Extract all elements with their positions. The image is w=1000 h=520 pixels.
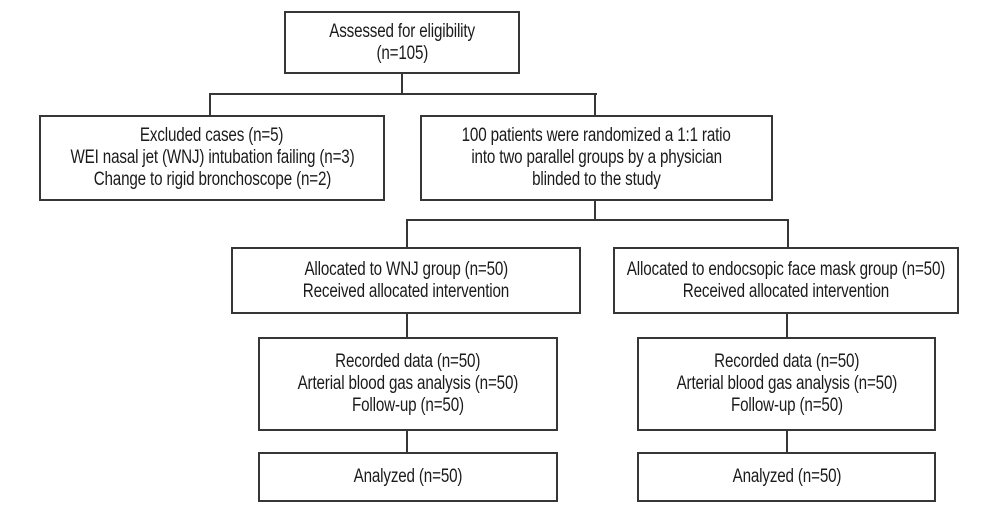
box-text-line: Follow-up (n=50) [352,395,464,416]
box-text-line: 100 patients were randomized a 1:1 ratio [461,125,732,146]
connector-split1-horizontal [209,93,597,95]
box-text-line: Recorded data (n=50) [713,351,860,372]
box-excluded-cases: Excluded cases (n=5) WEI nasal jet (WNJ)… [39,115,385,201]
box-randomized: 100 patients were randomized a 1:1 ratio… [420,115,773,201]
box-text-line: Assessed for eligibility [329,20,475,42]
box-recorded-data-wnj: Recorded data (n=50) Arterial blood gas … [258,337,558,431]
connector-to-randomized [594,93,596,115]
connector-to-excluded [209,93,211,115]
box-text-line: Allocated to WNJ group (n=50) [304,258,508,280]
box-recorded-data-mask: Recorded data (n=50) Arterial blood gas … [637,337,936,431]
box-text-line: Received allocated intervention [302,280,510,302]
connector-to-alloc-mask [787,219,789,247]
connector-assessed-down [401,73,403,95]
connector-recorded-analyzed-mask [786,430,788,452]
connector-alloc-recorded-wnj [406,313,408,337]
box-text-line: blinded to the study [532,169,661,190]
connector-split2-horizontal [406,219,789,221]
box-assessed-eligibility: Assessed for eligibility (n=105) [284,11,520,74]
connector-alloc-recorded-mask [786,313,788,337]
connector-to-alloc-wnj [406,219,408,247]
box-allocated-face-mask-group: Allocated to endocsopic face mask group … [613,247,959,314]
box-text-line: Received allocated intervention [682,280,890,302]
connector-randomized-down [594,200,596,220]
box-text-line: (n=105) [376,42,428,64]
box-allocated-wnj-group: Allocated to WNJ group (n=50) Received a… [231,247,581,314]
box-analyzed-mask: Analyzed (n=50) [637,452,936,502]
box-text-line: Analyzed (n=50) [732,466,841,487]
box-text-line: Analyzed (n=50) [353,466,463,487]
box-analyzed-wnj: Analyzed (n=50) [258,452,558,502]
box-text-line: into two parallel groups by a physician [471,147,722,168]
connector-recorded-analyzed-wnj [406,430,408,452]
box-text-line: Excluded cases (n=5) [140,125,284,146]
box-text-line: Arterial blood gas analysis (n=50) [297,373,519,394]
box-text-line: WEI nasal jet (WNJ) intubation failing (… [70,147,355,168]
box-text-line: Change to rigid bronchoscope (n=2) [93,169,331,190]
box-text-line: Recorded data (n=50) [335,351,481,372]
box-text-line: Follow-up (n=50) [730,395,843,416]
box-text-line: Arterial blood gas analysis (n=50) [676,373,897,394]
box-text-line: Allocated to endocsopic face mask group … [626,258,946,280]
